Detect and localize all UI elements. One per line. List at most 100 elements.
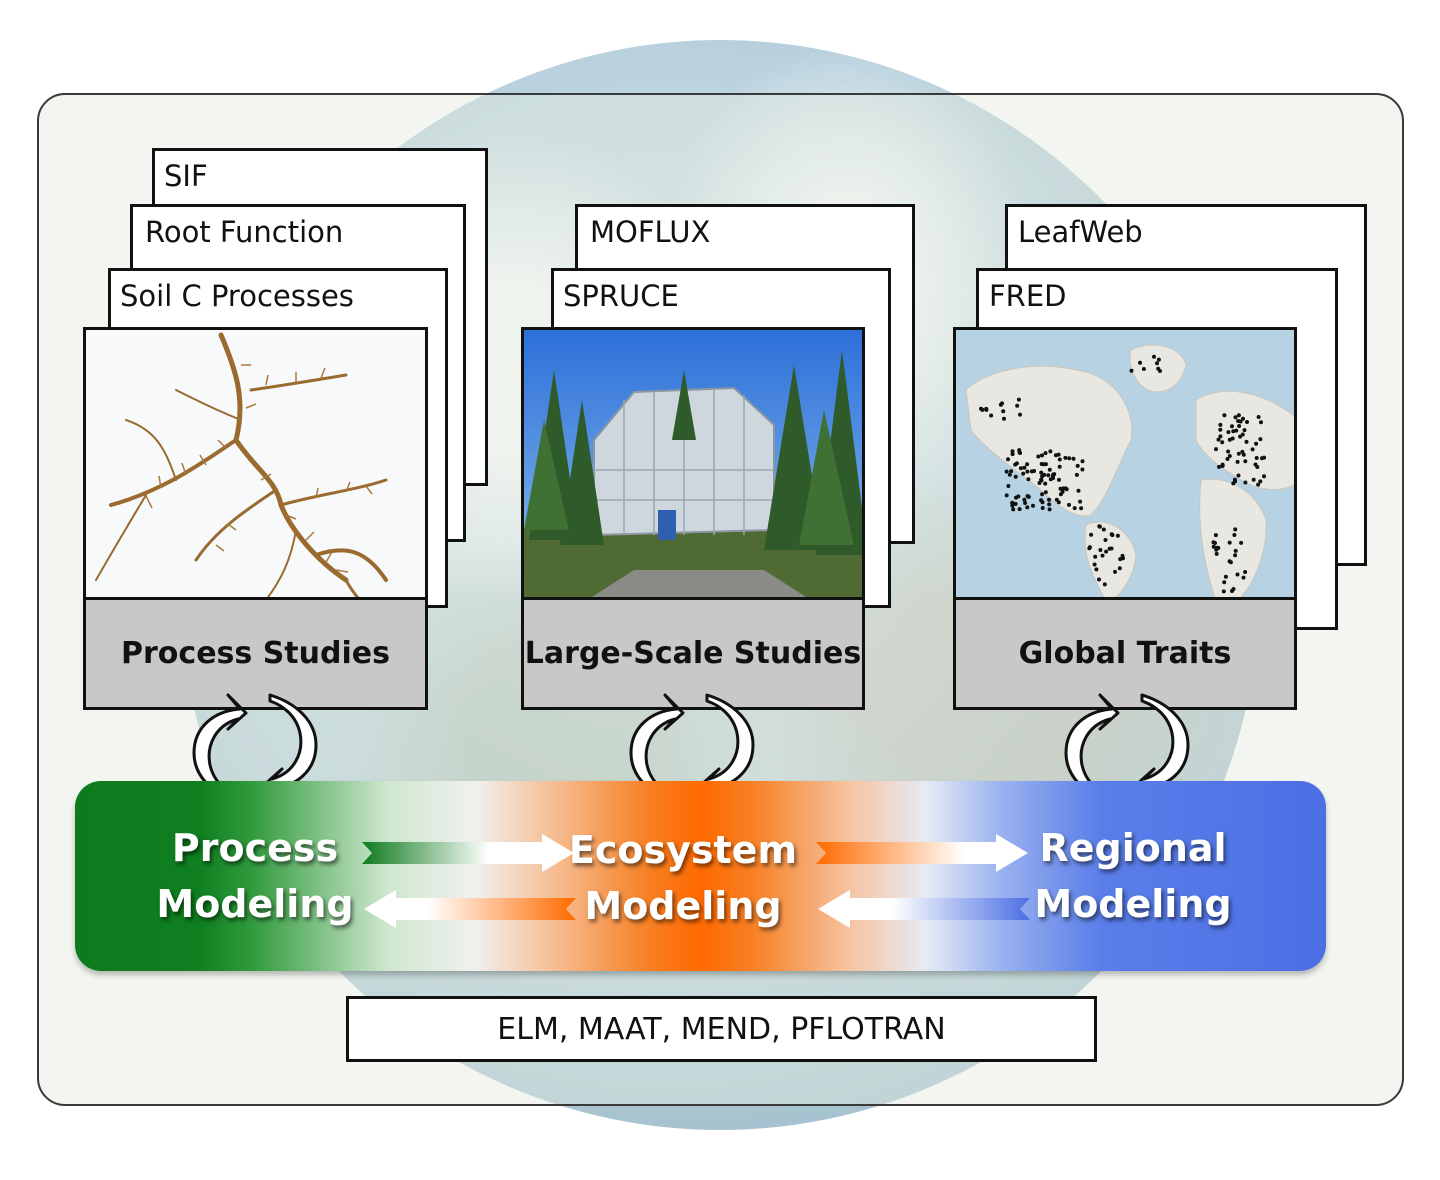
site-dot xyxy=(1036,454,1041,459)
site-dot xyxy=(1222,580,1227,585)
site-dot xyxy=(1155,361,1159,366)
site-dot xyxy=(1110,533,1115,538)
card-label: FRED xyxy=(989,279,1067,313)
site-dot xyxy=(1014,461,1019,466)
site-dot xyxy=(1013,501,1018,506)
card-caption: Global Traits xyxy=(956,597,1294,707)
site-dot xyxy=(1010,452,1015,457)
site-dot xyxy=(1013,474,1018,479)
site-dot xyxy=(1156,357,1161,362)
site-dot xyxy=(1042,472,1047,477)
site-dot xyxy=(1215,546,1220,550)
site-dot xyxy=(1120,553,1125,558)
site-dot xyxy=(1029,469,1034,474)
site-map xyxy=(956,330,1294,602)
site-dot xyxy=(1057,477,1061,482)
site-dot xyxy=(1061,486,1066,491)
site-dot xyxy=(1254,456,1259,460)
site-dot xyxy=(1057,457,1062,462)
root-image xyxy=(86,330,425,602)
root-photo xyxy=(86,330,425,602)
site-dot xyxy=(1101,527,1106,532)
enclosure-photo xyxy=(524,330,862,602)
site-dot xyxy=(1076,488,1081,493)
site-dot xyxy=(1235,572,1240,577)
site-dot xyxy=(1244,439,1249,444)
left-arrow-icon xyxy=(818,890,1030,928)
site-dot xyxy=(1218,434,1223,439)
card-label: SIF xyxy=(164,159,208,193)
site-dot xyxy=(1006,484,1011,488)
site-dot xyxy=(1238,434,1243,439)
site-dot xyxy=(1230,589,1234,593)
site-dot xyxy=(1251,477,1256,482)
ecosystem-modeling-line1: Ecosystem xyxy=(568,828,798,872)
site-dot xyxy=(1022,497,1027,502)
site-dot xyxy=(1053,453,1058,458)
site-dot xyxy=(1262,474,1266,479)
site-dot xyxy=(1233,415,1238,420)
card-caption: Large-Scale Studies xyxy=(524,597,862,707)
site-dot xyxy=(1072,506,1077,511)
site-dot xyxy=(1075,463,1080,468)
site-dot xyxy=(1017,507,1022,512)
site-dot xyxy=(1040,492,1045,497)
site-dot xyxy=(1233,527,1238,532)
site-dot xyxy=(1054,497,1059,502)
site-dot xyxy=(1226,430,1231,435)
site-dot xyxy=(1258,437,1263,442)
site-dot xyxy=(1097,577,1101,582)
site-dot xyxy=(1015,403,1020,408)
site-dot xyxy=(1236,451,1241,456)
site-dot xyxy=(1254,441,1259,446)
site-dot xyxy=(1243,480,1248,485)
site-dot xyxy=(1025,505,1030,510)
site-dot xyxy=(1043,481,1048,486)
site-dot xyxy=(1031,503,1035,508)
site-dot xyxy=(1256,415,1261,419)
site-dot xyxy=(1047,507,1052,512)
site-dot xyxy=(1047,497,1051,502)
site-dot xyxy=(1218,422,1223,427)
site-dot xyxy=(1092,562,1097,567)
site-dot xyxy=(1113,569,1117,574)
site-dot xyxy=(1102,582,1107,587)
site-dot xyxy=(1047,467,1052,472)
site-dot xyxy=(1051,476,1055,481)
site-dot xyxy=(1214,551,1219,556)
site-dot xyxy=(1057,464,1062,469)
site-dot xyxy=(1097,524,1102,529)
site-dot xyxy=(1067,502,1071,507)
ecosystem-modeling-line2: Modeling xyxy=(584,884,782,928)
regional-modeling-line2: Modeling xyxy=(1034,882,1232,926)
site-dot xyxy=(1231,481,1236,486)
site-dot xyxy=(1256,482,1261,487)
site-dot xyxy=(1006,457,1010,462)
site-dot xyxy=(1089,532,1094,537)
regional-modeling-label: Regional Modeling xyxy=(1018,820,1248,932)
world-map-image xyxy=(956,330,1294,602)
site-dot xyxy=(1214,447,1218,452)
site-dot xyxy=(1071,456,1076,461)
card-label: MOFLUX xyxy=(590,215,711,249)
site-dot xyxy=(1040,506,1045,510)
site-dot xyxy=(1138,360,1142,365)
site-dot xyxy=(1243,570,1248,574)
site-dot xyxy=(1223,574,1228,579)
site-dot xyxy=(1039,470,1044,475)
site-dot xyxy=(1232,477,1237,482)
site-dot xyxy=(1232,533,1237,537)
site-dot xyxy=(1222,413,1227,418)
site-dot xyxy=(1259,420,1263,425)
site-dot xyxy=(1074,472,1079,477)
site-dot xyxy=(1241,416,1245,421)
site-dot xyxy=(1067,456,1072,461)
process-modeling-label: Process Modeling xyxy=(140,820,370,932)
site-dot xyxy=(1043,490,1048,495)
right-arrow-icon xyxy=(362,834,574,872)
site-dot xyxy=(1118,557,1123,562)
site-dot xyxy=(1216,437,1221,442)
site-dot xyxy=(1026,477,1031,482)
site-dot xyxy=(1002,416,1006,421)
site-dot xyxy=(1025,494,1030,498)
